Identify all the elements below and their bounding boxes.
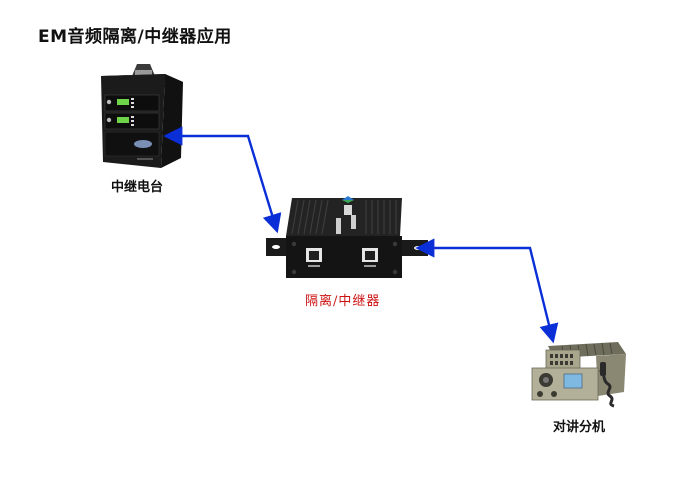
- isolator-label: 隔离/中继器: [305, 294, 381, 309]
- diagram-title: EM音频隔离/中继器应用: [38, 27, 232, 47]
- arrow-isolator-intercom-unit: [415, 238, 559, 344]
- port-sgl-in: [306, 248, 322, 267]
- isolator-image: [266, 196, 428, 278]
- repeater-station-image: [101, 64, 183, 168]
- repeater-station-label: 中继电台: [111, 180, 164, 195]
- arrow-isolator-repeater-station: [163, 126, 282, 234]
- port-sgl-out: [362, 248, 378, 267]
- intercom-unit-label: 对讲分机: [553, 420, 606, 435]
- intercom-unit-image: [531, 342, 626, 408]
